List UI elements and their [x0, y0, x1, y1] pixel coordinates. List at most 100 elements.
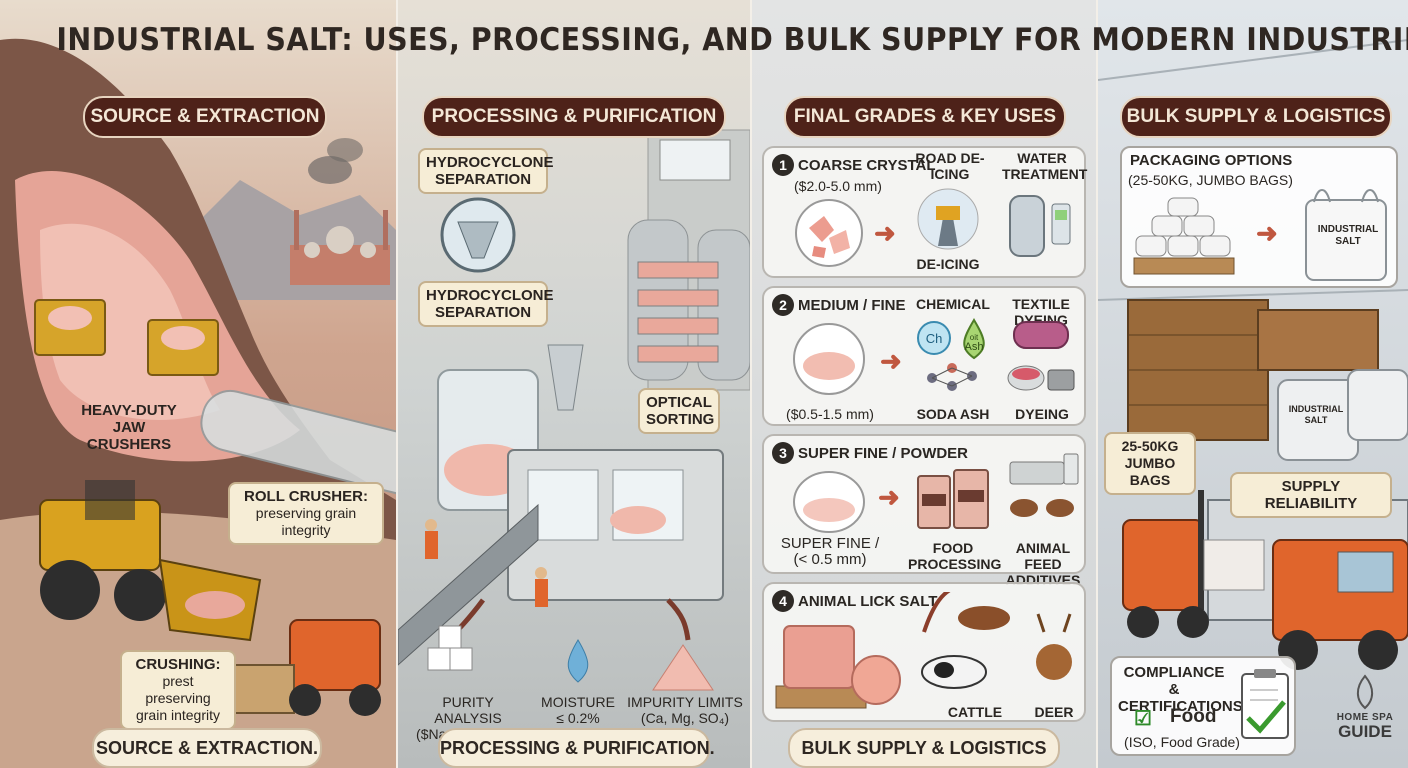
grade-1-size: ($2.0-5.0 mm) — [794, 178, 882, 194]
water-treatment-icon — [1009, 195, 1071, 257]
hydrocyclone-callout-1: HYDROCYCLONE SEPARATION — [418, 148, 554, 194]
source-extraction-footer: SOURCE & EXTRACTION. — [92, 728, 322, 768]
crushing-sub: prest preserving grain integrity — [135, 673, 221, 723]
grade-1-caption: DE-ICING — [916, 256, 980, 272]
grade-1-use-1: ROAD DE-ICING — [915, 150, 985, 182]
processing-footer: PROCESSING & PURIFICATION. — [438, 728, 715, 768]
compliance-card: COMPLIANCE & CERTIFICATIONS ☑ Food (ISO,… — [1110, 656, 1296, 756]
road-deicing-icon — [917, 188, 979, 250]
processing-plant-illustration — [398, 129, 750, 691]
grade-3-use-1: FOOD PROCESSING — [908, 540, 1002, 572]
grade-2-caption-2: DYEING — [1015, 406, 1069, 422]
quarry-illustration — [0, 38, 396, 768]
chemical-icon-oit: oit — [970, 333, 979, 342]
arrow-icon: ➜ — [1256, 218, 1278, 248]
grade-1-use-2: WATER TREATMENT — [1002, 150, 1088, 182]
salt-bags-stack-icon — [1133, 197, 1235, 275]
jumbo-bags-callout: 25-50KG JUMBO BAGS — [1104, 432, 1196, 495]
arrow-icon: ➜ — [874, 218, 896, 248]
grade-3-size: SUPER FINE / (< 0.5 mm) — [778, 536, 882, 568]
animal-feed-icon — [1009, 453, 1079, 517]
arrow-icon: ➜ — [878, 482, 900, 512]
grade-2-title: MEDIUM / FINE — [798, 297, 906, 314]
checkbox-icon: ☑ — [1134, 708, 1152, 730]
roll-crusher-title: ROLL CRUSHER: — [244, 488, 368, 505]
grade-2-use-1: CHEMICAL — [916, 296, 990, 312]
food-processing-icon — [917, 469, 989, 529]
brand-logo: HOME SPA GUIDE — [1330, 712, 1400, 741]
column-divider — [750, 0, 752, 768]
page-title: INDUSTRIAL SALT: USES, PROCESSING, AND B… — [56, 22, 1408, 58]
grade-4-number: 4 — [772, 590, 794, 612]
lick-salt-block-icon — [775, 625, 901, 709]
grade-3-size-b: (< 0.5 mm) — [793, 551, 867, 568]
grade-1-number: 1 — [772, 154, 794, 176]
impurity-limits-label: IMPURITY LIMITS (Ca, Mg, SO₄) — [626, 694, 744, 726]
compliance-title: COMPLIANCE & CERTIFICATIONS — [1118, 664, 1243, 715]
arrow-icon: ➜ — [880, 346, 902, 376]
grades-footer: BULK SUPPLY & LOGISTICS — [788, 728, 1060, 768]
roll-crusher-sub: preserving grain integrity — [255, 505, 357, 538]
chemical-icon-ch: Ch — [926, 331, 943, 346]
crushing-callout: CRUSHING: prest preserving grain integri… — [120, 650, 236, 730]
processing-header: PROCESSING & PURIFICATION — [422, 96, 726, 138]
medium-salt-icon — [793, 323, 865, 395]
grade-3-title: SUPER FINE / POWDER — [798, 445, 969, 462]
moisture-label: MOISTURE ≤ 0.2% — [536, 694, 620, 726]
grade-4-caption-2: DEER — [1034, 704, 1074, 720]
column-divider — [1096, 0, 1098, 768]
logistics-header: BULK SUPPLY & LOGISTICS — [1120, 96, 1392, 138]
roll-crusher-callout: ROLL CRUSHER: preserving grain integrity — [228, 482, 384, 545]
packaging-options-card: PACKAGING OPTIONS (25-50KG, JUMBO BAGS) … — [1120, 146, 1398, 288]
warehouse-illustration — [1098, 39, 1408, 710]
brand-line-2: GUIDE — [1338, 722, 1392, 741]
column-divider — [396, 0, 398, 768]
compliance-food: Food — [1170, 706, 1217, 727]
source-extraction-header: SOURCE & EXTRACTION — [83, 96, 327, 138]
chemical-icon: Ch oit Ash — [917, 318, 985, 391]
logistics-panel: BULK SUPPLY & LOGISTICS PACKAGING OPTION… — [1098, 0, 1408, 768]
grade-2-number: 2 — [772, 294, 794, 316]
impurity-sub: (Ca, Mg, SO₄) — [640, 710, 730, 726]
grade-3-use-2: ANIMAL FEED ADDITIVES — [1005, 540, 1081, 588]
packaging-sub: (25-50KG, JUMBO BAGS) — [1128, 172, 1293, 188]
coarse-salt-icon — [795, 199, 863, 267]
grades-header: FINAL GRADES & KEY USES — [784, 96, 1066, 138]
optical-sorting-callout: OPTICAL SORTING — [638, 388, 720, 434]
textile-dyeing-icon — [1007, 321, 1075, 391]
stack-bag-label: INDUSTRIAL SALT — [1288, 404, 1344, 425]
grade-3-number: 3 — [772, 442, 794, 464]
grade-4-title: ANIMAL LICK SALT — [798, 593, 938, 610]
jumbo-bag-icon — [1305, 189, 1387, 281]
moisture-title: MOISTURE — [541, 694, 615, 710]
chemical-icon-ash: Ash — [965, 341, 984, 353]
powder-salt-icon — [793, 471, 865, 533]
hydrocyclone-callout-2: HYDROCYCLONE SEPARATION — [418, 281, 554, 327]
purity-title: PURITY ANALYSIS — [434, 694, 502, 726]
compliance-sub: (ISO, Food Grade) — [1124, 734, 1240, 750]
clipboard-check-icon — [1241, 669, 1289, 739]
grade-2-caption-1: SODA ASH — [916, 406, 990, 422]
packaging-title: PACKAGING OPTIONS — [1130, 152, 1293, 169]
supply-reliability-callout: SUPPLY RELIABILITY — [1230, 472, 1392, 518]
processing-panel: PROCESSING & PURIFICATION HYDROCYCLONE S… — [398, 0, 750, 768]
source-extraction-panel: SOURCE & EXTRACTION HEAVY-DUTY JAW CRUSH… — [0, 0, 396, 768]
jaw-crusher-label: HEAVY-DUTY JAW CRUSHERS — [81, 402, 177, 453]
animals-icon — [921, 592, 1072, 689]
moisture-sub: ≤ 0.2% — [556, 710, 600, 726]
impurity-title: IMPURITY LIMITS — [627, 694, 743, 710]
grade-4-caption-1: CATTLE — [947, 704, 1003, 720]
grade-2-size: ($0.5-1.5 mm) — [786, 406, 874, 422]
grade-3-size-a: SUPER FINE / — [780, 535, 880, 552]
brand-line-1: HOME SPA — [1336, 712, 1394, 723]
crushing-title: CRUSHING: — [135, 656, 221, 673]
